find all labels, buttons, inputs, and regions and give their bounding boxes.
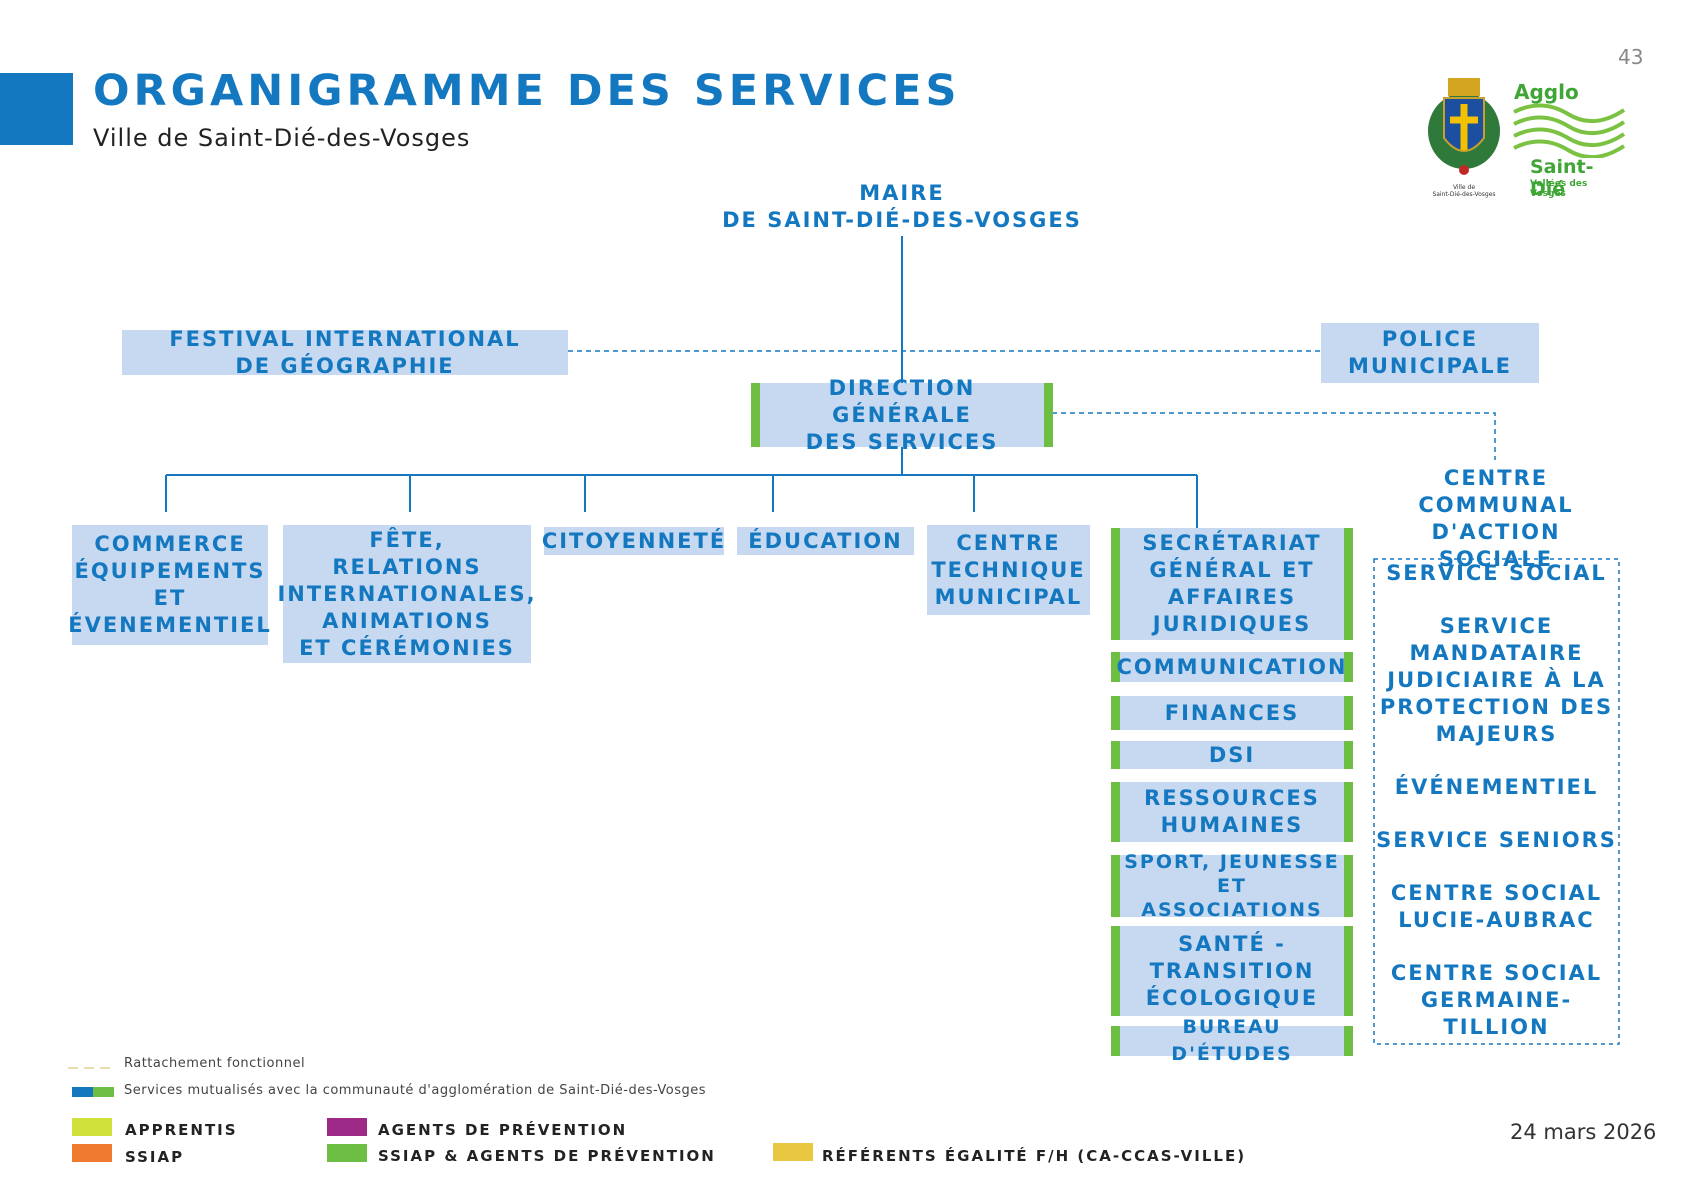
ccas-service-seniors: SERVICE SENIORS xyxy=(1376,828,1617,852)
dgs-ccas-dashed-line xyxy=(1052,412,1496,460)
legend-referents-swatch xyxy=(773,1143,813,1161)
legend-ssiap-agents-swatch xyxy=(327,1144,367,1162)
legend-agents-swatch xyxy=(327,1118,367,1136)
ccas-centre-lucie-aubrac: CENTRE SOCIAL LUCIE-AUBRAC xyxy=(1390,881,1603,932)
service-bureau-etudes: BUREAU D'ÉTUDES xyxy=(1111,1016,1353,1065)
service-sport: SPORT, JEUNESSE ET ASSOCIATIONS xyxy=(1111,851,1353,921)
legend-referents: RÉFÉRENTS ÉGALITÉ F/H (CA-CCAS-VILLE) xyxy=(822,1147,1247,1165)
legend-dashed-swatch xyxy=(68,1067,116,1069)
page-subtitle: Ville de Saint-Dié-des-Vosges xyxy=(93,124,471,152)
ccas-service-evenementiel: ÉVÉNEMENTIEL xyxy=(1394,775,1599,799)
legend-apprentis: APPRENTIS xyxy=(125,1121,238,1139)
legend-shared-services: Services mutualisés avec la communauté d… xyxy=(124,1083,707,1098)
city-logo-caption: Ville de Saint-Dié-des-Vosges xyxy=(1432,184,1496,198)
page-title: ORGANIGRAMME DES SERVICES xyxy=(93,66,961,116)
legend-agents-prevention: AGENTS DE PRÉVENTION xyxy=(378,1121,628,1139)
dept-citoyennete: CITOYENNETÉ xyxy=(542,527,724,555)
agglo-logo: Agglo Saint-Dié Vallées des Vosges xyxy=(1512,80,1626,200)
service-secretariat: SECRÉTARIAT GÉNÉRAL ET AFFAIRES JURIDIQU… xyxy=(1111,528,1353,640)
ccas-title: CENTRE COMMUNAL D'ACTION SOCIALE xyxy=(1418,466,1574,571)
ccas-service-social: SERVICE SOCIAL xyxy=(1386,561,1607,585)
dept-commerce: COMMERCE ÉQUIPEMENTS ET ÉVENEMENTIEL xyxy=(68,525,270,645)
agglo-logo-name: Saint-Dié xyxy=(1530,156,1594,200)
city-coat-of-arms-icon xyxy=(1428,78,1500,175)
agglo-logo-sub: Vallées des Vosges xyxy=(1530,179,1588,199)
service-communication: COMMUNICATION xyxy=(1111,652,1353,682)
festival-node: FESTIVAL INTERNATIONAL DE GÉOGRAPHIE xyxy=(122,327,568,378)
ccas-services-list: SERVICE SOCIAL SERVICE MANDATAIRE JUDICI… xyxy=(1374,560,1619,1041)
service-dsi: DSI xyxy=(1111,741,1353,769)
legend-functional-link: Rattachement fonctionnel xyxy=(124,1056,306,1071)
legend-ssiap-swatch xyxy=(72,1144,112,1162)
legend-ssiap-agents: SSIAP & AGENTS DE PRÉVENTION xyxy=(378,1147,716,1165)
legend-shared-swatch xyxy=(72,1087,114,1097)
agglo-hills-icon xyxy=(1513,103,1626,158)
ccas-centre-germaine-tillion: CENTRE SOCIAL GERMAINE- TILLION xyxy=(1390,961,1603,1039)
accent-square xyxy=(0,73,73,145)
maire-node: MAIRE DE SAINT-DIÉ-DES-VOSGES xyxy=(722,181,1082,232)
service-sante: SANTÉ - TRANSITION ÉCOLOGIQUE xyxy=(1111,926,1353,1016)
dept-education: ÉDUCATION xyxy=(737,527,914,555)
dgs-node: DIRECTION GÉNÉRALE DES SERVICES xyxy=(751,376,1053,454)
footer-date: 24 mars 2026 xyxy=(1510,1120,1657,1144)
agglo-logo-top: Agglo xyxy=(1514,80,1579,104)
service-rh: RESSOURCES HUMAINES xyxy=(1111,782,1353,842)
dept-fete: FÊTE, RELATIONS INTERNATIONALES, ANIMATI… xyxy=(277,525,535,663)
ccas-service-mandataire: SERVICE MANDATAIRE JUDICIAIRE À LA PROTE… xyxy=(1379,614,1614,746)
legend-apprentis-swatch xyxy=(72,1118,112,1136)
service-finances: FINANCES xyxy=(1111,696,1353,730)
police-node: POLICE MUNICIPALE xyxy=(1321,323,1539,383)
city-logo: Ville de Saint-Dié-des-Vosges xyxy=(1422,76,1506,198)
page-number: 43 xyxy=(1618,45,1644,69)
dept-ctm: CENTRE TECHNIQUE MUNICIPAL xyxy=(927,525,1090,615)
legend-ssiap: SSIAP xyxy=(125,1148,185,1166)
